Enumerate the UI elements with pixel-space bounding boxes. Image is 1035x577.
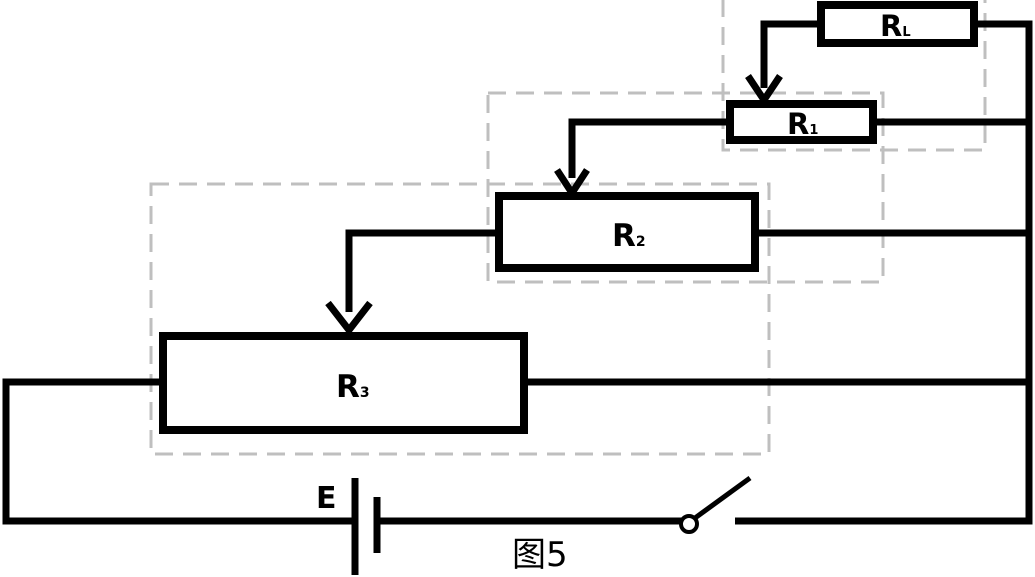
label-r3: R3	[336, 369, 370, 405]
switch-blade	[693, 475, 752, 521]
wire-slider-r2	[568, 118, 730, 178]
label-rl: RL	[880, 9, 911, 43]
figure-caption: 图5	[512, 535, 568, 575]
resistor-rl	[817, 1, 978, 47]
label-r1: R1	[787, 107, 818, 141]
label-r2: R2	[612, 218, 646, 254]
group-box-r2	[486, 91, 885, 284]
resistor-r3	[159, 332, 528, 434]
wire-slider-r1	[760, 20, 821, 88]
wire-slider-r3	[345, 229, 499, 312]
arrowhead-r3	[325, 300, 373, 336]
resistor-r2	[495, 192, 759, 272]
group-box-r3	[149, 182, 771, 456]
wire-right-main	[735, 20, 1033, 525]
resistor-r1	[726, 100, 877, 144]
switch-pivot	[679, 514, 699, 534]
wire-left-loop	[2, 378, 355, 525]
label-battery-e: E	[316, 481, 337, 516]
group-box-rl-r1	[721, 0, 987, 152]
